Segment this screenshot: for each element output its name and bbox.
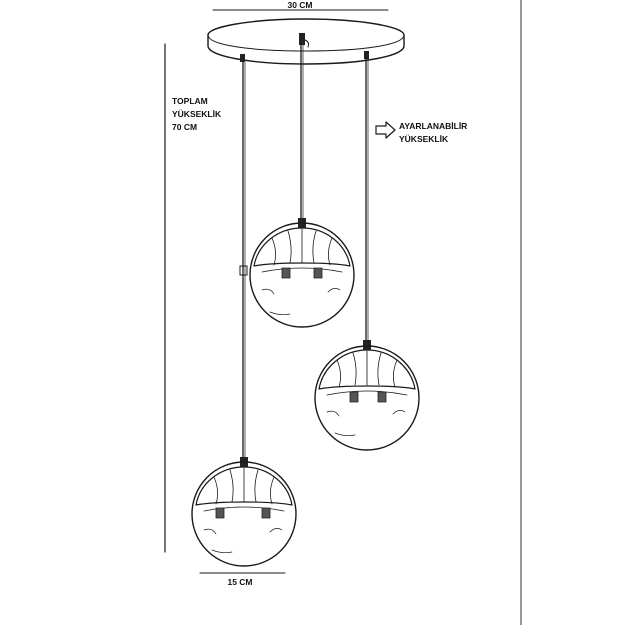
pendant-globe-middle	[249, 218, 355, 328]
globe-width-label: 15 CM	[227, 577, 252, 587]
total-height-label-line1: TOPLAM	[172, 96, 208, 106]
pendant-cords	[239, 44, 369, 460]
total-height-label-line3: 70 CM	[172, 122, 197, 132]
adjustable-height-label-line2: YÜKSEKLİK	[399, 134, 449, 144]
canopy-width-dimension: 30 CM	[212, 0, 389, 11]
adjustable-height-label-line1: AYARLANABİLİR	[399, 121, 467, 131]
adjustable-height-annotation: AYARLANABİLİR YÜKSEKLİK	[375, 121, 467, 144]
right-arrow-icon	[375, 121, 396, 139]
globe-width-dimension: 15 CM	[199, 572, 286, 587]
pendant-globe-right	[314, 340, 420, 451]
total-height-dimension: TOPLAM YÜKSEKLİK 70 CM	[164, 43, 222, 553]
canopy-width-label: 30 CM	[287, 0, 312, 10]
ceiling-canopy	[207, 18, 405, 65]
total-height-label-line2: YÜKSEKLİK	[172, 109, 222, 119]
pendant-globe-left	[191, 457, 297, 567]
